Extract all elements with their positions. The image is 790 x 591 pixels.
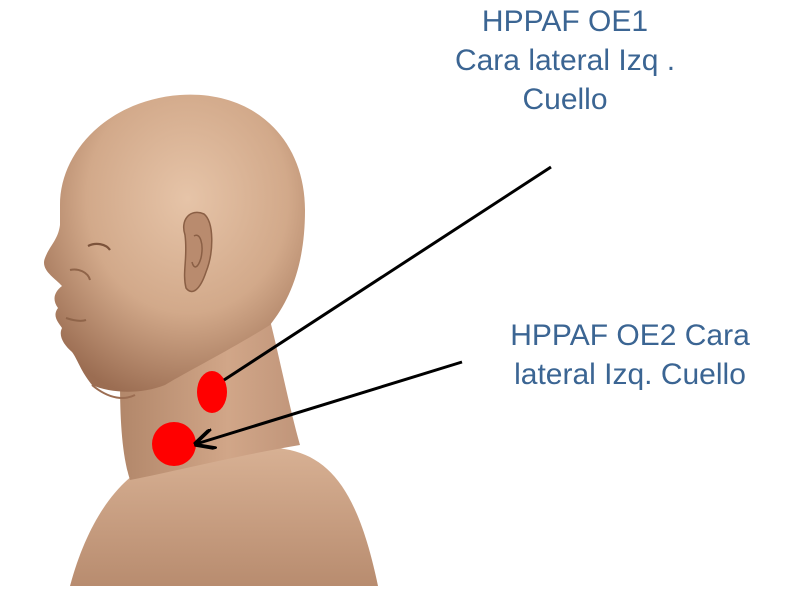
label-oe2-line-2: lateral Izq. Cuello [470, 355, 790, 394]
label-oe2-line-1: HPPAF OE2 Cara [470, 316, 790, 355]
label-oe1-line-3: Cuello [370, 80, 760, 119]
label-oe1: HPPAF OE1 Cara lateral Izq . Cuello [370, 2, 760, 119]
label-oe1-line-2: Cara lateral Izq . [370, 41, 760, 80]
label-oe1-line-1: HPPAF OE1 [370, 2, 760, 41]
shoulders [70, 446, 378, 586]
marker-oe1 [197, 371, 227, 413]
marker-oe2 [152, 422, 196, 466]
label-oe2: HPPAF OE2 Cara lateral Izq. Cuello [470, 316, 790, 394]
